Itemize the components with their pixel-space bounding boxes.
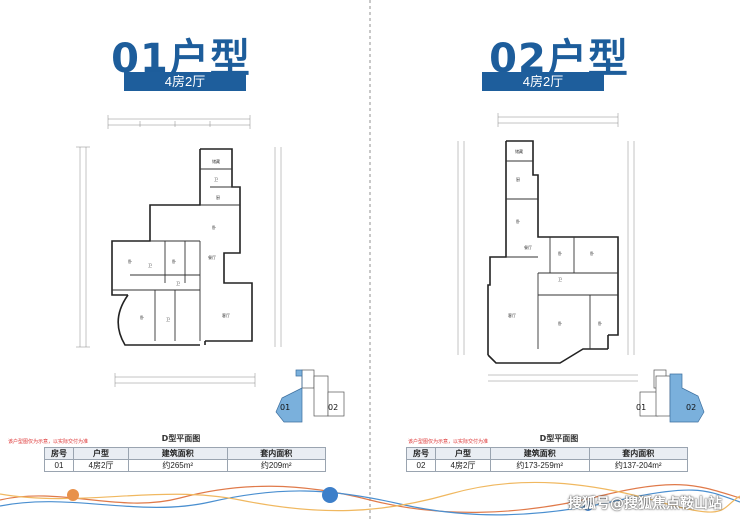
unit-info-table: 房号 户型 建筑面积 套内面积 01 4房2厅 约265m² 约209m² bbox=[44, 447, 326, 472]
col-header: 户型 bbox=[73, 447, 129, 460]
col-header: 建筑面积 bbox=[490, 447, 590, 460]
watermark: 搜狐号@搜狐焦点鞍山站 bbox=[568, 496, 722, 512]
svg-text:卫: 卫 bbox=[558, 277, 562, 282]
svg-text:卫: 卫 bbox=[148, 263, 152, 268]
cell-gross-area: 约173-259m² bbox=[490, 459, 590, 472]
plan-note: 该户型图仅为示意，以实际交付为准 bbox=[408, 439, 489, 445]
unit-subtitle-bar: 4房2厅 bbox=[124, 72, 246, 91]
cell-room-no: 02 bbox=[406, 459, 436, 472]
table-row: 01 4房2厅 约265m² 约209m² bbox=[44, 459, 326, 472]
svg-text:卧: 卧 bbox=[516, 218, 520, 224]
svg-text:厨: 厨 bbox=[216, 194, 220, 200]
svg-text:卧: 卧 bbox=[558, 250, 562, 256]
key-label-02: 02 bbox=[686, 403, 696, 412]
floorplan-panel-01: 01户型 4房2厅 bbox=[0, 0, 362, 521]
svg-text:餐厅: 餐厅 bbox=[524, 244, 532, 250]
svg-text:客厅: 客厅 bbox=[222, 312, 230, 318]
building-key-plan: 01 02 bbox=[275, 369, 345, 423]
col-header: 建筑面积 bbox=[128, 447, 228, 460]
svg-text:卫: 卫 bbox=[166, 317, 170, 322]
col-header: 户型 bbox=[435, 447, 491, 460]
decorative-wave-band bbox=[0, 481, 740, 516]
deco-orb-small bbox=[583, 501, 593, 511]
svg-text:卧: 卧 bbox=[128, 258, 132, 264]
svg-text:卫: 卫 bbox=[214, 177, 218, 182]
svg-text:客厅: 客厅 bbox=[508, 312, 516, 318]
key-label-01: 01 bbox=[636, 403, 646, 412]
deco-orb-blue bbox=[322, 487, 338, 503]
plan-note: 该户型图仅为示意，以实际交付为准 bbox=[8, 439, 89, 445]
deco-orb-orange bbox=[67, 489, 79, 501]
cell-layout: 4房2厅 bbox=[435, 459, 491, 472]
cell-layout: 4房2厅 bbox=[73, 459, 129, 472]
key-label-02: 02 bbox=[328, 403, 338, 412]
col-header: 套内面积 bbox=[588, 447, 688, 460]
svg-text:储藏: 储藏 bbox=[212, 158, 220, 164]
table-row: 02 4房2厅 约173-259m² 约137-204m² bbox=[406, 459, 688, 472]
svg-text:卧: 卧 bbox=[140, 314, 144, 320]
svg-text:卫: 卫 bbox=[176, 281, 180, 286]
unit-subtitle-bar: 4房2厅 bbox=[482, 72, 604, 91]
svg-text:卧: 卧 bbox=[598, 320, 602, 326]
svg-text:卧: 卧 bbox=[558, 320, 562, 326]
cell-room-no: 01 bbox=[44, 459, 74, 472]
floor-plan-drawing: 储藏卫厨 卧餐厅卧 卧卫卫 卧卫客厅 bbox=[76, 115, 282, 387]
panel-divider bbox=[369, 0, 371, 521]
table-header-row: 房号 户型 建筑面积 套内面积 bbox=[44, 447, 326, 460]
cell-net-area: 约209m² bbox=[226, 459, 326, 472]
plan-caption: D型平面图 bbox=[539, 434, 579, 443]
floorplan-panel-02: 02户型 4房2厅 储藏厨卧 餐厅卧卧 bbox=[378, 0, 740, 521]
plan-caption: D型平面图 bbox=[161, 434, 201, 443]
unit-info-table: 房号 户型 建筑面积 套内面积 02 4房2厅 约173-259m² 约137-… bbox=[406, 447, 688, 472]
col-header: 房号 bbox=[44, 447, 74, 460]
col-header: 房号 bbox=[406, 447, 436, 460]
cell-gross-area: 约265m² bbox=[128, 459, 228, 472]
floor-plan-drawing: 储藏厨卧 餐厅卧卧 卫客厅卧 卧 bbox=[457, 113, 638, 382]
svg-text:储藏: 储藏 bbox=[515, 148, 523, 154]
cell-net-area: 约137-204m² bbox=[588, 459, 688, 472]
svg-text:厨: 厨 bbox=[516, 176, 520, 182]
table-header-row: 房号 户型 建筑面积 套内面积 bbox=[406, 447, 688, 460]
col-header: 套内面积 bbox=[226, 447, 326, 460]
svg-text:餐厅: 餐厅 bbox=[208, 254, 216, 260]
svg-text:卧: 卧 bbox=[212, 224, 216, 230]
key-label-01: 01 bbox=[280, 403, 290, 412]
svg-text:卧: 卧 bbox=[590, 250, 594, 256]
building-key-plan: 01 02 bbox=[636, 369, 705, 423]
svg-text:卧: 卧 bbox=[172, 258, 176, 264]
